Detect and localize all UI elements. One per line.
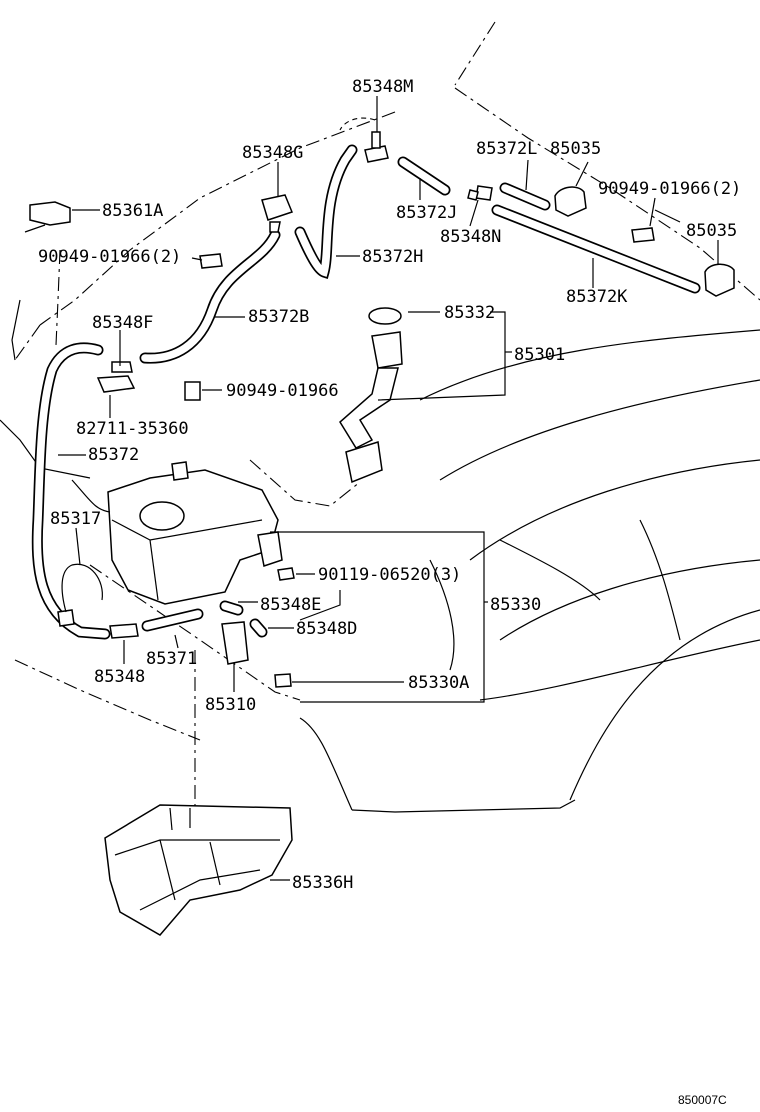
label-85348: 85348 xyxy=(94,667,145,687)
hoses xyxy=(31,144,701,640)
label-85332: 85332 xyxy=(444,303,495,323)
label-85336H: 85336H xyxy=(292,873,353,893)
label-90949-01966: 90949-01966 xyxy=(226,381,339,401)
label-85372B: 85372B xyxy=(248,307,309,327)
label-85371: 85371 xyxy=(146,649,197,669)
washer-tank xyxy=(107,461,283,605)
splash-shield xyxy=(104,804,293,936)
label-85372H: 85372H xyxy=(362,247,423,267)
label-85035-top: 85035 xyxy=(550,139,601,159)
label-85330A: 85330A xyxy=(408,673,469,693)
label-85317: 85317 xyxy=(50,509,101,529)
leader-lines xyxy=(58,96,719,881)
label-85035-right: 85035 xyxy=(686,221,737,241)
label-90949-01966-2-right: 90949-01966(2) xyxy=(598,179,741,199)
label-85361A: 85361A xyxy=(102,201,163,221)
small-parts xyxy=(24,131,735,688)
label-85372L: 85372L xyxy=(476,139,537,159)
vehicle-body-outline xyxy=(0,21,760,820)
label-85348M: 85348M xyxy=(352,77,413,97)
label-85348N: 85348N xyxy=(440,227,501,247)
label-85348G: 85348G xyxy=(242,143,303,163)
label-85310: 85310 xyxy=(205,695,256,715)
label-85372K: 85372K xyxy=(566,287,628,307)
label-90119-06520-3: 90119-06520(3) xyxy=(318,565,461,585)
part-labels: 85348M 85348G 85372L 85035 90949-01966(2… xyxy=(38,77,741,1107)
label-85301: 85301 xyxy=(514,345,565,365)
label-85348D: 85348D xyxy=(296,619,357,639)
label-90949-01966-2-left: 90949-01966(2) xyxy=(38,247,181,267)
label-82711-35360: 82711-35360 xyxy=(76,419,189,439)
label-85372J: 85372J xyxy=(396,203,457,223)
diagram-code: 850007C xyxy=(678,1093,727,1107)
label-85348E: 85348E xyxy=(260,595,321,615)
label-85330: 85330 xyxy=(490,595,541,615)
label-85348F: 85348F xyxy=(92,313,153,333)
label-85372: 85372 xyxy=(88,445,139,465)
